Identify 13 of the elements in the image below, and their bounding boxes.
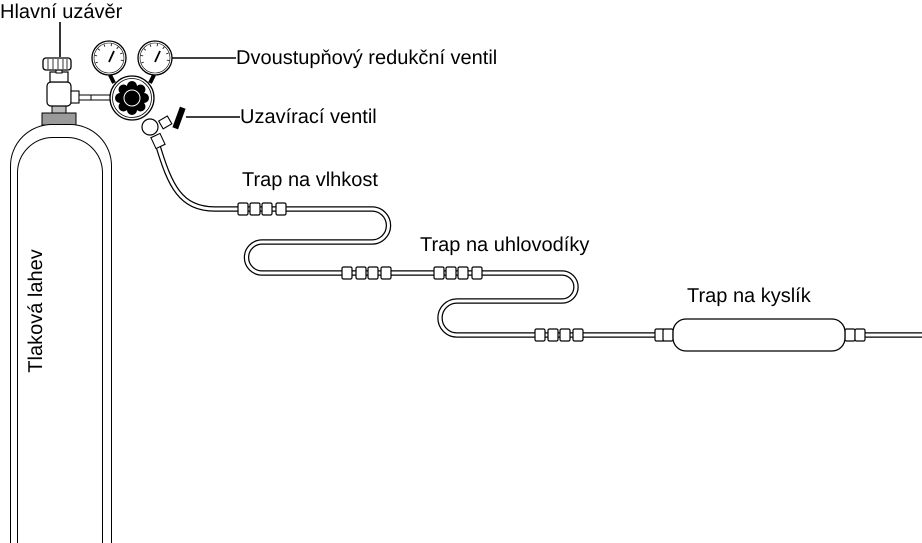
- leader-line: [186, 116, 240, 118]
- part-label: Hlavní uzávěr: [0, 0, 122, 24]
- leader-line: [172, 57, 236, 59]
- part-label: Uzavírací ventil: [240, 105, 377, 129]
- leader-line: [59, 22, 61, 57]
- part-label: Trap na kyslík: [687, 284, 811, 308]
- part-label: Trap na vlhkost: [242, 168, 378, 192]
- regulator-drawing: [90, 40, 173, 121]
- part-label: Trap na uhlovodíky: [420, 233, 590, 257]
- shutoff-valve-drawing: [141, 106, 186, 150]
- part-label: Dvoustupňový redukční ventil: [236, 46, 498, 70]
- gas-cylinder: Tlaková lahev: [10, 124, 112, 543]
- valve-handwheel: [42, 57, 72, 71]
